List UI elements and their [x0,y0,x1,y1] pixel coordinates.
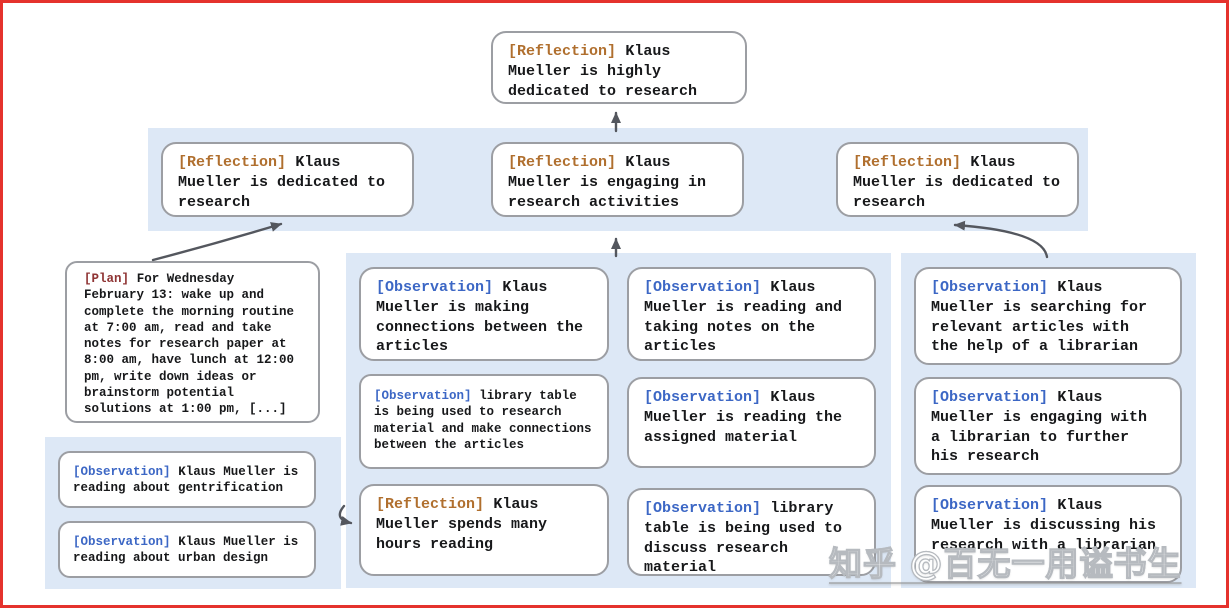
reflection-tag: [Reflection] [508,43,617,60]
node-body: Klaus Mueller is discussing his research… [931,497,1157,554]
reflection-tag: [Reflection] [178,154,287,171]
node-reflection-dedicated-right: [Reflection]Klaus Mueller is dedicated t… [836,142,1079,217]
node-body: Klaus Mueller is making connections betw… [376,279,584,356]
node-body: Klaus Mueller is searching for relevant … [931,279,1148,356]
reflection-tag: [Reflection] [853,154,962,171]
node-observation-library-discuss: [Observation]library table is being used… [627,488,876,576]
node-reflection-dedicated-left: [Reflection]Klaus Mueller is dedicated t… [161,142,414,217]
observation-tag: [Observation] [374,389,472,403]
node-body: Klaus Mueller is reading and taking note… [644,279,843,356]
node-body: Klaus Mueller spends many hours reading [376,496,548,553]
node-body: Klaus Mueller is highly dedicated to res… [508,43,698,100]
node-body: Klaus Mueller is engaging with a librari… [931,389,1148,466]
node-body: Klaus Mueller is engaging in research ac… [508,154,707,211]
observation-tag: [Observation] [644,500,762,517]
node-reflection-top: [Reflection]Klaus Mueller is highly dedi… [491,31,747,104]
node-body: Klaus Mueller is dedicated to research [853,154,1061,211]
node-observation-engaging-librarian: [Observation]Klaus Mueller is engaging w… [914,377,1182,475]
plan-tag: [Plan] [84,272,130,286]
node-body: Klaus Mueller is reading about urban des… [73,535,299,566]
node-body: For Wednesday February 13: wake up and c… [84,272,295,416]
node-observation-gentrification: [Observation]Klaus Mueller is reading ab… [58,451,316,508]
observation-tag: [Observation] [73,465,171,479]
observation-tag: [Observation] [644,279,762,296]
node-body: Klaus Mueller is dedicated to research [178,154,386,211]
observation-tag: [Observation] [931,279,1049,296]
node-reflection-engaging-in-research: [Reflection]Klaus Mueller is engaging in… [491,142,744,217]
node-observation-discussing-librarian: [Observation]Klaus Mueller is discussing… [914,485,1182,583]
reflection-tag: [Reflection] [376,496,485,513]
observation-tag: [Observation] [73,535,171,549]
node-observation-making-connections: [Observation]Klaus Mueller is making con… [359,267,609,361]
node-reflection-spends-hours-reading: [Reflection]Klaus Mueller spends many ho… [359,484,609,576]
observation-tag: [Observation] [376,279,494,296]
observation-tag: [Observation] [931,497,1049,514]
node-body: Klaus Mueller is reading the assigned ma… [644,389,843,446]
node-body: library table is being used to discuss r… [644,500,843,577]
observation-tag: [Observation] [931,389,1049,406]
node-observation-library-research: [Observation]library table is being used… [359,374,609,469]
node-body: Klaus Mueller is reading about gentrific… [73,465,299,496]
watermark: 知乎 @百无一用谥书生 [828,543,1182,583]
node-observation-taking-notes: [Observation]Klaus Mueller is reading an… [627,267,876,361]
node-observation-assigned-material: [Observation]Klaus Mueller is reading th… [627,377,876,468]
node-observation-searching-articles: [Observation]Klaus Mueller is searching … [914,267,1182,365]
node-observation-urban-design: [Observation]Klaus Mueller is reading ab… [58,521,316,578]
node-body: library table is being used to research … [374,389,592,452]
observation-tag: [Observation] [644,389,762,406]
node-plan-wednesday: [Plan]For Wednesday February 13: wake up… [65,261,320,423]
reflection-tag: [Reflection] [508,154,617,171]
